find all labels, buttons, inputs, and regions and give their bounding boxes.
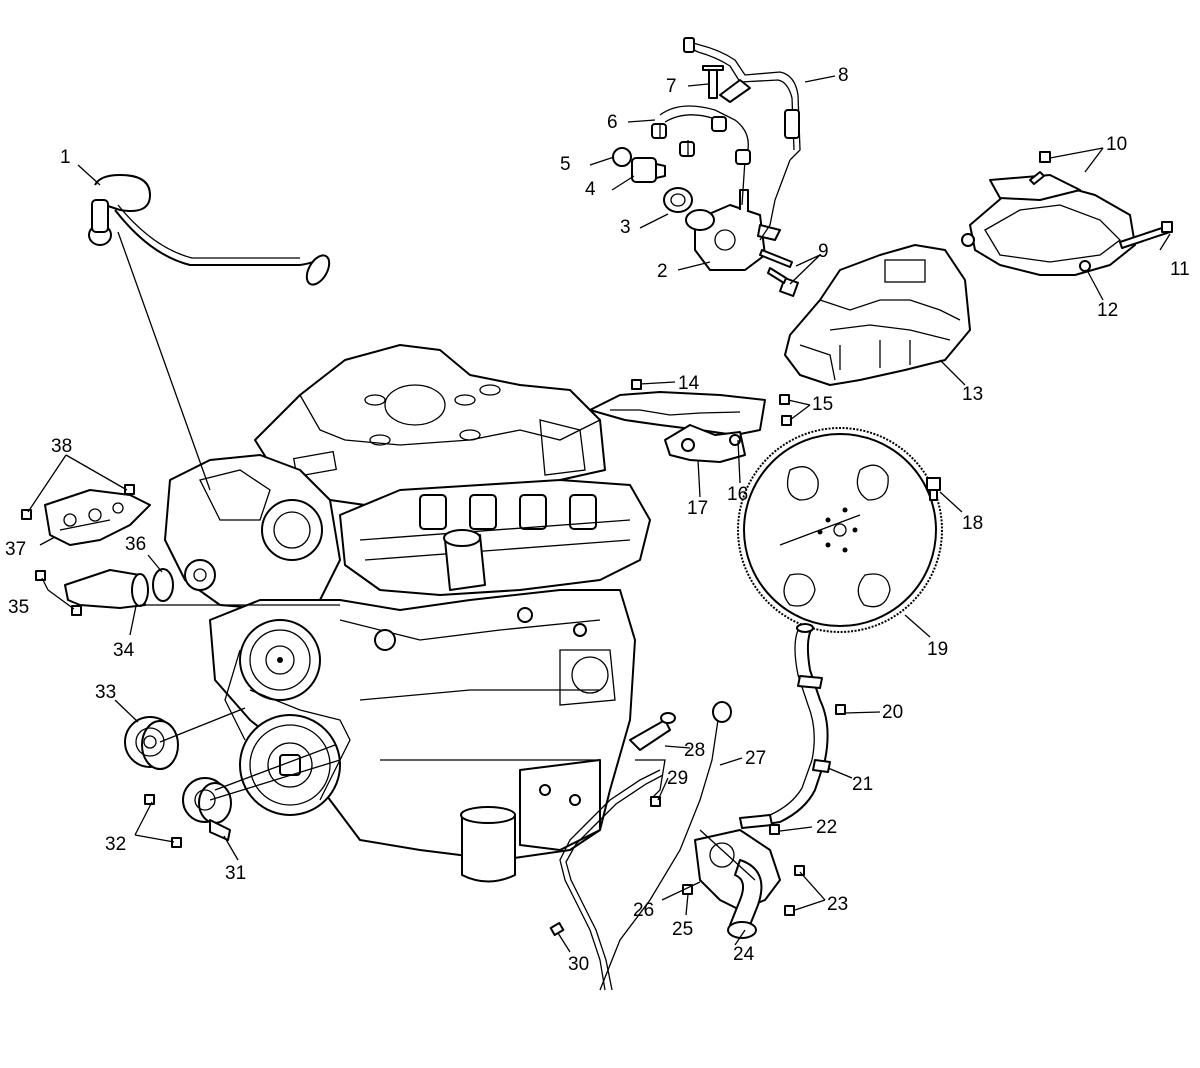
bolt-11 [1119, 221, 1173, 249]
harness-6 [651, 105, 751, 206]
callout-37: 37 [5, 539, 26, 560]
callout-26: 26 [633, 900, 654, 921]
gasket-36 [152, 568, 174, 602]
housing-24 [682, 829, 805, 939]
callout-12: 12 [1097, 300, 1118, 321]
callout-2: 2 [657, 261, 668, 282]
callout-13: 13 [962, 384, 983, 405]
callout-27: 27 [745, 748, 766, 769]
leader-lines [27, 75, 1171, 953]
pcv-tube [88, 174, 331, 491]
callout-14: 14 [678, 373, 700, 394]
callout-33: 33 [95, 682, 116, 703]
tensioner-31-lead-b [214, 744, 336, 791]
tube-21 [739, 623, 846, 835]
callout-19: 19 [927, 639, 948, 660]
callout-5: 5 [560, 154, 571, 175]
flexplate-19 [737, 427, 943, 633]
callout-17: 17 [687, 498, 708, 519]
bolts-10 [1029, 151, 1051, 185]
callout-23: 23 [827, 894, 848, 915]
callout-6: 6 [607, 112, 618, 133]
callout-labels: 1 2 3 4 5 6 7 8 9 10 11 12 13 14 15 16 1… [5, 65, 1190, 975]
callout-15: 15 [812, 394, 833, 415]
callout-20: 20 [882, 702, 903, 723]
callout-4: 4 [585, 179, 596, 200]
callout-31: 31 [225, 863, 246, 884]
callout-25: 25 [672, 919, 693, 940]
tensioner-31-lead [209, 759, 341, 801]
bolts-9 [759, 249, 799, 297]
idler-33 [124, 716, 179, 770]
bracket-37 [21, 484, 151, 546]
cap-5 [612, 147, 632, 167]
callout-21: 21 [852, 774, 873, 795]
callout-32: 32 [105, 834, 126, 855]
sensor-4 [631, 157, 666, 183]
callout-18: 18 [962, 513, 983, 534]
callout-34: 34 [113, 640, 135, 661]
callout-28: 28 [684, 740, 705, 761]
callout-9: 9 [818, 241, 829, 262]
cover-12 [961, 174, 1136, 276]
callout-36: 36 [125, 534, 146, 555]
gasket-3 [663, 187, 693, 213]
bolt-18 [926, 477, 941, 501]
idler-33-lead [159, 707, 246, 743]
engine-assembly [164, 344, 651, 883]
callout-29: 29 [667, 768, 688, 789]
dipstick-27-30 [549, 701, 732, 991]
valve-assembly [685, 189, 781, 271]
callout-24: 24 [733, 944, 755, 965]
callout-7: 7 [666, 76, 677, 97]
bolt-7 [702, 65, 724, 99]
callout-35: 35 [8, 597, 29, 618]
outlet-34 [35, 569, 340, 616]
callout-8: 8 [838, 65, 849, 86]
callout-38: 38 [51, 436, 72, 457]
callout-10: 10 [1106, 134, 1127, 155]
callout-3: 3 [620, 217, 631, 238]
bracket-14-17 [589, 379, 792, 463]
callout-16: 16 [727, 484, 748, 505]
callout-11: 11 [1170, 259, 1190, 280]
hose-8 [683, 37, 801, 241]
bracket-13 [784, 244, 971, 386]
callout-30: 30 [568, 954, 589, 975]
callout-22: 22 [816, 817, 837, 838]
callout-1: 1 [60, 147, 71, 168]
